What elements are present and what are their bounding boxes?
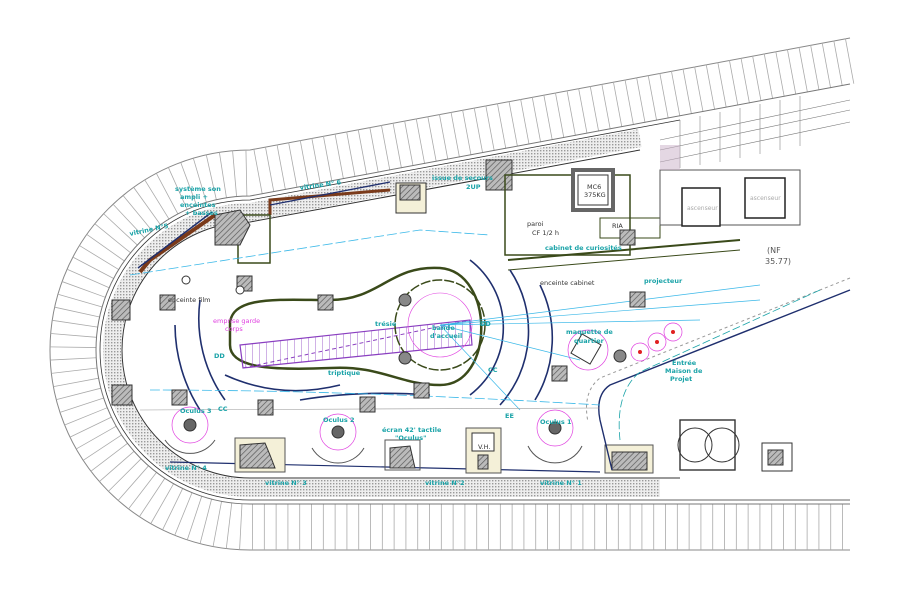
oculus-2-label: Oculus 2 xyxy=(323,416,355,424)
maquette-label-1: maquette de xyxy=(566,328,613,336)
garde-corps-label-2: corps xyxy=(225,325,243,333)
paroi-label-1: paroi xyxy=(527,220,544,228)
lift-label-2: 375KG xyxy=(584,191,606,199)
reception-desk xyxy=(394,259,761,411)
bande-accueil-label-2: d'accueil xyxy=(430,332,462,340)
triptique-label: triptique xyxy=(328,369,361,377)
projecteur-label: projecteur xyxy=(644,277,683,285)
paroi-label-2: CF 1/2 h xyxy=(532,229,559,237)
section-mark-dd: DD xyxy=(214,352,225,360)
vitrine-4-label: vitrine N° 4 xyxy=(165,464,207,472)
tresie-label: trésie xyxy=(375,320,397,328)
vitrine-2-label: vitrine N°2 xyxy=(425,479,465,487)
entrance-label-3: Projet xyxy=(670,375,692,383)
emergency-exit-label-2: 2UP xyxy=(466,183,481,191)
left-screens xyxy=(129,229,601,411)
section-mark-ee: EE xyxy=(505,412,514,420)
enceinte-film-label: enceinte film xyxy=(168,296,210,304)
entrance-label-1: Entrée xyxy=(672,359,697,367)
bottom-rooms xyxy=(234,419,793,474)
entrance-label-2: Maison de xyxy=(665,367,703,375)
sound-system-label-4: + basses xyxy=(185,209,218,217)
section-mark-cc: CC xyxy=(218,405,228,413)
lift-label-1: MC6 xyxy=(587,183,601,191)
maquette-label-2: quartier xyxy=(574,337,605,345)
core-rooms xyxy=(214,96,851,271)
cabinet-curiosites-label: cabinet de curiosités xyxy=(545,244,622,252)
entry-wall xyxy=(586,277,851,471)
oculus-1-label: Oculus 1 xyxy=(540,418,572,426)
columns xyxy=(111,229,646,416)
vitrine-3-label: vitrine N° 3 xyxy=(265,479,307,487)
sound-system-label-1: système son xyxy=(175,185,221,193)
bande-accueil-label-1: bande xyxy=(432,324,455,332)
vh-label: V.H. xyxy=(478,443,491,451)
emergency-exit-label-1: issue de secours xyxy=(432,174,493,182)
section-mark-cc-2: CC xyxy=(488,366,498,374)
garde-corps-label-1: emprise garde xyxy=(213,317,260,325)
level-label-1: (NF xyxy=(767,246,781,255)
screen-label-1: écran 42' tactile xyxy=(382,426,442,434)
building-envelope xyxy=(49,37,855,551)
elevator-label-1: ascenseur xyxy=(687,205,718,212)
enceinte-cabinet-label: enceinte cabinet xyxy=(540,279,595,287)
vitrine-1-label: vitrine N° 1 xyxy=(540,479,582,487)
sound-system-label-3: enceintes xyxy=(180,201,216,209)
section-mark-dd-2: DD xyxy=(480,320,491,328)
level-label-2: 35.77) xyxy=(765,257,791,266)
screen-label-2: "Oculus" xyxy=(395,434,427,442)
elevator-label-2: ascenseur xyxy=(750,195,781,202)
ria-label: RIA xyxy=(612,222,623,230)
sound-system-label-2: ampli + xyxy=(180,193,208,201)
oculus-stations xyxy=(164,322,683,464)
oculus-3-label: Oculus 3 xyxy=(180,407,212,415)
